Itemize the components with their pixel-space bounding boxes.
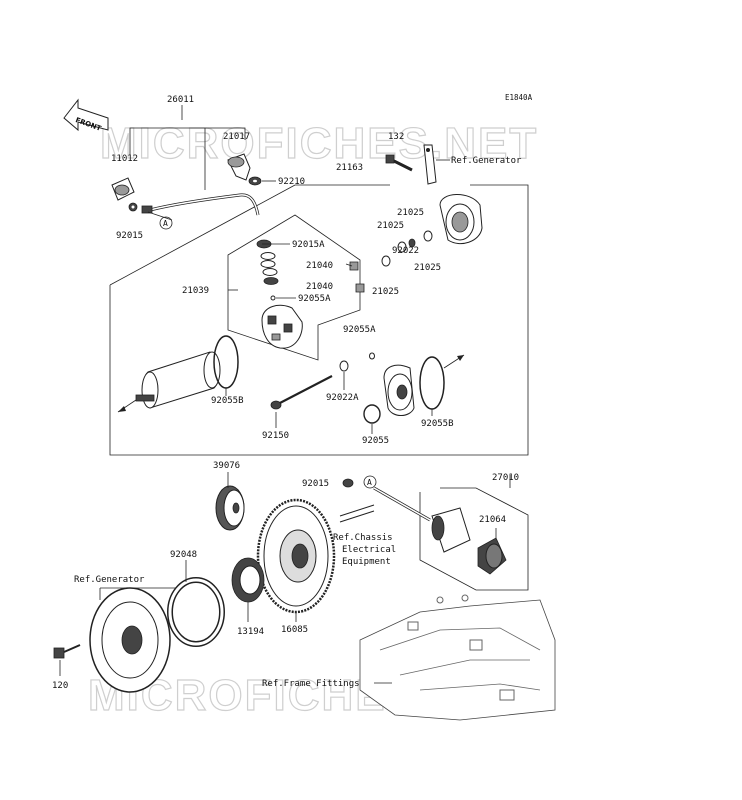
label-21025-a: 21025 [397, 208, 424, 218]
label-21040-a: 21040 [306, 261, 333, 271]
label-39076: 39076 [213, 461, 240, 471]
connector-a-top: A [159, 216, 173, 230]
label-21064: 21064 [479, 515, 506, 525]
ref-frame-fittings: Ref.Frame Fittings [262, 679, 360, 689]
label-21025-d: 21025 [372, 287, 399, 297]
nut-92210 [248, 176, 262, 186]
label-92015a: 92015A [292, 240, 325, 250]
nut-92015-mid [342, 478, 354, 488]
diagram-code: E1840A [505, 93, 533, 102]
relay-box [419, 487, 529, 591]
washers-21025 [381, 230, 433, 267]
label-21017: 21017 [223, 132, 250, 142]
label-92055a-a: 92055A [298, 294, 331, 304]
relay-cable [339, 486, 431, 523]
brush-plate-box [227, 214, 361, 361]
lead-bracket [423, 144, 437, 185]
ref-chassis-2: Electrical [342, 545, 396, 555]
end-cover-21163 [439, 194, 483, 244]
front-arrow-icon: FRONT [63, 98, 109, 133]
ref-generator-left: Ref.Generator [74, 575, 145, 585]
label-92022a: 92022A [326, 393, 359, 403]
label-92055b-b: 92055B [421, 419, 454, 429]
washer-stack [256, 239, 279, 301]
brush-21040-a [345, 261, 359, 271]
bolt-132 [385, 154, 413, 172]
label-92048: 92048 [170, 550, 197, 560]
label-11012: 11012 [111, 154, 138, 164]
label-16085: 16085 [281, 625, 308, 635]
terminal-cap-11012 [111, 177, 135, 201]
o-ring-92055 [363, 404, 381, 424]
one-way-clutch-13194 [231, 557, 265, 603]
o-ring-92055a [369, 352, 375, 360]
label-92055b-a: 92055B [211, 396, 244, 406]
svg-text:A: A [367, 478, 372, 487]
brush-plate [261, 304, 303, 349]
brush-21040-b [355, 283, 365, 293]
front-cover [383, 364, 415, 416]
ref-chassis-3: Equipment [342, 557, 391, 567]
o-ring-92055b-right [419, 356, 445, 410]
svg-text:A: A [163, 219, 168, 228]
washer-92022a [339, 360, 349, 372]
label-120: 120 [52, 681, 68, 691]
label-21040-b: 21040 [306, 282, 333, 292]
ref-chassis-1: Ref.Chassis [333, 533, 393, 543]
label-21039: 21039 [182, 286, 209, 296]
label-92150: 92150 [262, 431, 289, 441]
ring-92048 [167, 577, 225, 647]
starter-box [109, 184, 529, 456]
label-21163: 21163 [336, 163, 363, 173]
motor-yoke [117, 351, 221, 413]
through-bolt-92150 [277, 375, 333, 405]
label-26011: 26011 [167, 95, 194, 105]
bolt-120 [53, 644, 81, 659]
label-132: 132 [388, 132, 404, 142]
frame-fittings [359, 594, 556, 721]
label-92210: 92210 [278, 177, 305, 187]
relay-boot [477, 537, 507, 575]
label-92022: 92022 [392, 246, 419, 256]
label-27010: 27010 [492, 473, 519, 483]
idle-gear-39076 [215, 485, 245, 531]
watermark-top: MICROFICHES.NET [100, 119, 538, 168]
label-92015-mid: 92015 [302, 479, 329, 489]
starter-box-diagonal [109, 184, 296, 286]
label-92055: 92055 [362, 436, 389, 446]
label-13194: 13194 [237, 627, 264, 637]
nut-92015-top [128, 202, 138, 212]
ref-generator-top: Ref.Generator [451, 156, 522, 166]
starter-clutch-gear-16085 [256, 498, 336, 614]
starter-relay-21064 [431, 507, 471, 553]
terminal-boot-21017 [227, 153, 251, 181]
connector-a-mid: A [363, 475, 377, 489]
label-21025-b: 21025 [377, 221, 404, 231]
generator-rotor [89, 587, 171, 693]
label-21025-c: 21025 [414, 263, 441, 273]
label-92015-top: 92015 [116, 231, 143, 241]
label-92055a-b: 92055A [343, 325, 376, 335]
starter-cable [141, 193, 260, 216]
